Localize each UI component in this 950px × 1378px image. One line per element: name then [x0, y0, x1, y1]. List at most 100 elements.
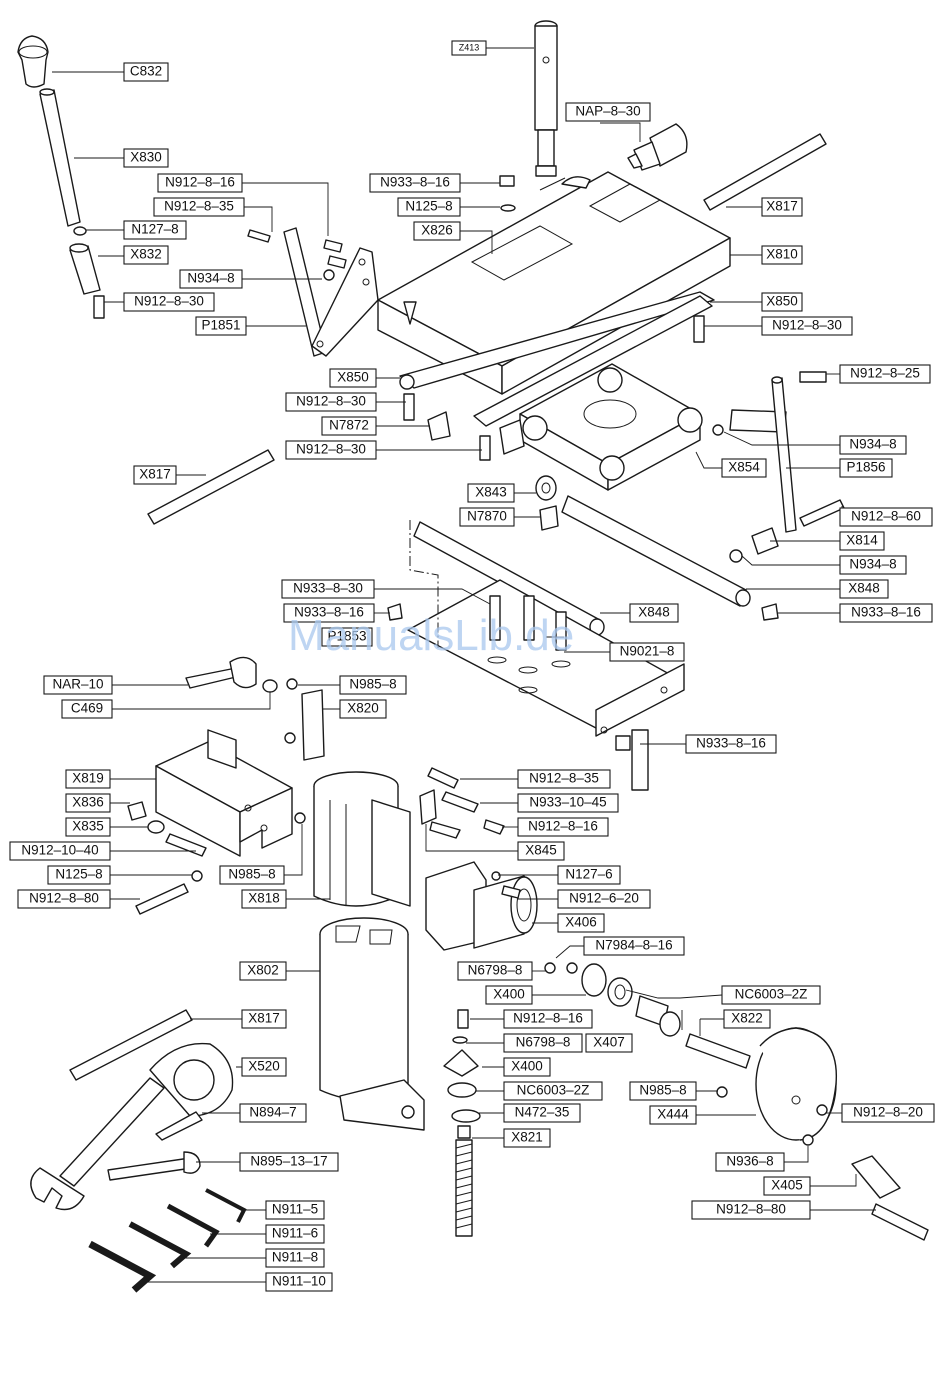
svg-text:X817: X817 — [139, 467, 171, 482]
label-n912-8-16-c: N912–8–16 — [503, 1009, 593, 1029]
label-n934-8-c: N934–8 — [839, 555, 907, 575]
svg-text:N895–13–17: N895–13–17 — [250, 1154, 327, 1169]
svg-text:N912–8–60: N912–8–60 — [851, 509, 921, 524]
svg-text:N125–8: N125–8 — [55, 867, 102, 882]
label-n912-8-30-d: N912–8–30 — [285, 440, 377, 460]
label-x836: X836 — [65, 793, 111, 813]
label-n912-8-30-c: N912–8–30 — [285, 392, 377, 412]
svg-text:N912–6–20: N912–6–20 — [569, 891, 639, 906]
handwheel-x444 — [716, 1027, 838, 1146]
label-x820: X820 — [339, 699, 387, 719]
label-x850-a: X850 — [761, 292, 803, 312]
svg-text:P1851: P1851 — [201, 318, 240, 333]
label-x819: X819 — [65, 769, 111, 789]
label-x830: X830 — [123, 148, 169, 168]
svg-text:N472–35: N472–35 — [515, 1105, 570, 1120]
label-n127-6: N127–6 — [557, 865, 621, 885]
label-x848-b: X848 — [629, 603, 679, 623]
svg-text:X821: X821 — [511, 1130, 543, 1145]
leadscrew-x821 — [455, 1125, 473, 1237]
label-n912-8-30-b: N912–8–30 — [761, 316, 853, 336]
svg-text:X400: X400 — [493, 987, 525, 1002]
spindle-z413 — [534, 20, 558, 177]
plate-p1853 — [387, 579, 685, 791]
label-n934-8-b: N934–8 — [839, 435, 907, 455]
label-n933-10-45: N933–10–45 — [517, 793, 619, 813]
svg-text:N912–8–30: N912–8–30 — [772, 318, 842, 333]
label-n125-8-b: N125–8 — [47, 865, 111, 885]
label-n7984-8-16: N7984–8–16 — [583, 936, 685, 956]
svg-text:X407: X407 — [593, 1035, 625, 1050]
rod-x848-a — [561, 495, 747, 607]
sleeve-x818 — [313, 771, 437, 907]
label-n9021-8: N9021–8 — [609, 642, 685, 662]
label-nc6003-2z-b: NC6003–2Z — [503, 1081, 603, 1101]
svg-text:N912–8–35: N912–8–35 — [529, 771, 599, 786]
label-x826: X826 — [413, 221, 461, 241]
label-x835: X835 — [65, 817, 111, 837]
label-x818: X818 — [241, 889, 287, 909]
svg-text:N6798–8: N6798–8 — [516, 1035, 571, 1050]
label-x520: X520 — [241, 1057, 287, 1077]
svg-text:N934–8: N934–8 — [187, 271, 234, 286]
label-x845: X845 — [517, 841, 565, 861]
sleeve-x832 — [69, 245, 101, 295]
label-x406: X406 — [557, 913, 605, 933]
svg-text:N933–8–16: N933–8–16 — [851, 605, 921, 620]
chuck-nap-8-30 — [627, 123, 688, 171]
label-x822: X822 — [723, 1009, 771, 1029]
svg-text:X830: X830 — [130, 150, 162, 165]
column-x802 — [319, 917, 425, 1131]
svg-text:N912–10–40: N912–10–40 — [21, 843, 98, 858]
label-x854: X854 — [721, 458, 767, 478]
shaft-x822 — [685, 1033, 751, 1069]
svg-text:X820: X820 — [347, 701, 379, 716]
label-n933-8-16-d: N933–8–16 — [685, 734, 777, 754]
svg-text:N912–8–30: N912–8–30 — [296, 442, 366, 457]
label-n933-8-30: N933–8–30 — [281, 579, 375, 599]
label-n911-6: N911–6 — [265, 1224, 325, 1244]
label-nc6003-2z-a: NC6003–2Z — [721, 985, 821, 1005]
svg-text:X818: X818 — [248, 891, 280, 906]
label-n912-6-20: N912–6–20 — [557, 889, 651, 909]
label-x832: X832 — [123, 245, 169, 265]
label-n912-8-35-a: N912–8–35 — [153, 197, 245, 217]
label-x821: X821 — [503, 1128, 551, 1148]
svg-text:N912–8–80: N912–8–80 — [29, 891, 99, 906]
svg-text:X854: X854 — [728, 460, 760, 475]
label-x405: X405 — [763, 1176, 811, 1196]
svg-text:X802: X802 — [247, 963, 279, 978]
svg-text:N933–8–16: N933–8–16 — [696, 736, 766, 751]
svg-text:N912–8–80: N912–8–80 — [716, 1202, 786, 1217]
svg-text:N912–8–16: N912–8–16 — [513, 1011, 583, 1026]
label-p1853: P1853 — [321, 627, 373, 647]
label-n985-8-b: N985–8 — [219, 865, 285, 885]
label-x843: X843 — [467, 483, 515, 503]
svg-text:N7984–8–16: N7984–8–16 — [595, 938, 672, 953]
label-n912-8-60: N912–8–60 — [839, 507, 933, 527]
rod-x817-upper — [703, 133, 827, 211]
svg-text:X444: X444 — [657, 1107, 689, 1122]
svg-text:X848: X848 — [848, 581, 880, 596]
svg-text:N894–7: N894–7 — [249, 1105, 296, 1120]
label-x400-b: X400 — [503, 1057, 551, 1077]
leader-lines — [52, 47, 876, 1283]
svg-text:X822: X822 — [731, 1011, 763, 1026]
svg-text:N985–8: N985–8 — [349, 677, 396, 692]
label-n472-35: N472–35 — [503, 1103, 581, 1123]
svg-text:N933–10–45: N933–10–45 — [529, 795, 606, 810]
label-n895-13-17: N895–13–17 — [239, 1152, 339, 1172]
svg-text:X845: X845 — [525, 843, 557, 858]
spanner-x520 — [30, 1042, 234, 1211]
label-nar-10: NAR–10 — [43, 675, 113, 695]
svg-text:NAP–8–30: NAP–8–30 — [575, 104, 640, 119]
part-labels: C832 X830 N912–8–16 N912–8–35 N127–8 X83… — [9, 40, 935, 1292]
svg-text:N127–8: N127–8 — [131, 222, 178, 237]
label-x817-c: X817 — [241, 1009, 287, 1029]
svg-text:N936–8: N936–8 — [726, 1154, 773, 1169]
watermark-text: ManualsLib.de — [288, 611, 574, 660]
svg-text:X850: X850 — [766, 294, 798, 309]
svg-text:X400: X400 — [511, 1059, 543, 1074]
label-p1851: P1851 — [195, 316, 247, 336]
svg-text:N912–8–16: N912–8–16 — [528, 819, 598, 834]
